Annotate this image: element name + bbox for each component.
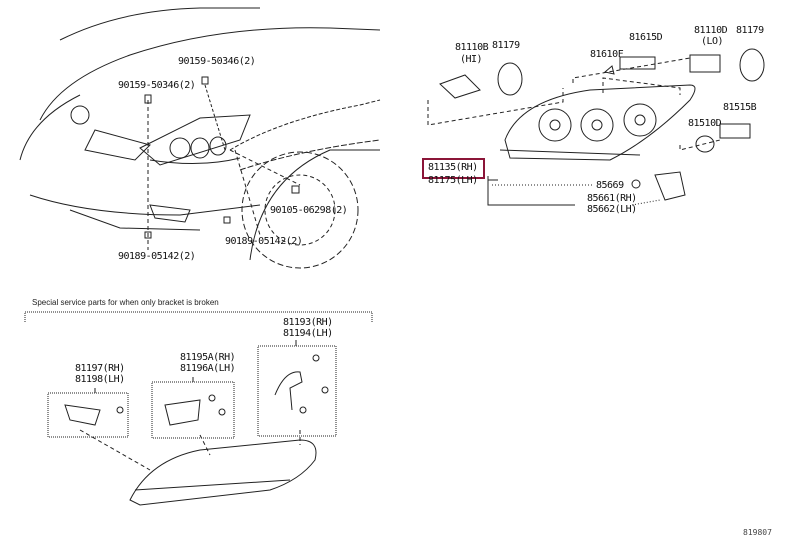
label-leveling-85662-lh[interactable]: 85662(LH) bbox=[587, 204, 637, 215]
special-service-note: Special service parts for when only brac… bbox=[32, 298, 219, 307]
headlamp-exploded-drawing bbox=[427, 48, 765, 206]
bracket-section-drawing bbox=[24, 311, 373, 506]
label-bulb-81610f[interactable]: 81610F bbox=[590, 49, 624, 60]
label-bracket-81196a-lh[interactable]: 81196A(LH) bbox=[180, 363, 236, 374]
label-socket-81615d[interactable]: 81615D bbox=[629, 32, 663, 43]
label-socket-81515b[interactable]: 81515B bbox=[723, 102, 757, 113]
label-bracket-81194-lh[interactable]: 81194(LH) bbox=[283, 328, 333, 339]
label-bracket-81197-rh[interactable]: 81197(RH) bbox=[75, 363, 125, 374]
label-bracket-81195a-rh[interactable]: 81195A(RH) bbox=[180, 352, 236, 363]
label-cap-81179-hi[interactable]: 81179 bbox=[492, 40, 520, 51]
label-bracket-81193-rh[interactable]: 81193(RH) bbox=[283, 317, 333, 328]
label-bulb-hi-note: (HI) bbox=[460, 54, 483, 65]
diagram-reference-code: 819807 bbox=[743, 528, 772, 537]
label-bolt-90159-left[interactable]: 90159-50346(2) bbox=[118, 80, 196, 91]
label-cap-81179-lo[interactable]: 81179 bbox=[736, 25, 764, 36]
label-screw-90105[interactable]: 90105-06298(2) bbox=[270, 205, 348, 216]
label-bracket-81198-lh[interactable]: 81198(LH) bbox=[75, 374, 125, 385]
label-bulb-lo-note: (LO) bbox=[701, 36, 724, 47]
label-bolt-90159-top[interactable]: 90159-50346(2) bbox=[178, 56, 256, 67]
label-oring-85669[interactable]: 85669 bbox=[596, 180, 624, 191]
label-clip-90189-right[interactable]: 90189-05142(2) bbox=[225, 236, 303, 247]
label-unit-81135-rh[interactable]: 81135(RH) bbox=[428, 162, 478, 173]
label-bulb-81510d[interactable]: 81510D bbox=[688, 118, 722, 129]
label-unit-81175-lh[interactable]: 81175(LH) bbox=[428, 175, 478, 186]
label-bulb-81110d[interactable]: 81110D bbox=[694, 25, 728, 36]
selected-part-highlight bbox=[422, 158, 485, 179]
vehicle-front-drawing bbox=[19, 7, 381, 269]
label-leveling-85661-rh[interactable]: 85661(RH) bbox=[587, 193, 637, 204]
label-bulb-81110b[interactable]: 81110B bbox=[455, 42, 489, 53]
label-clip-90189-left[interactable]: 90189-05142(2) bbox=[118, 251, 196, 262]
